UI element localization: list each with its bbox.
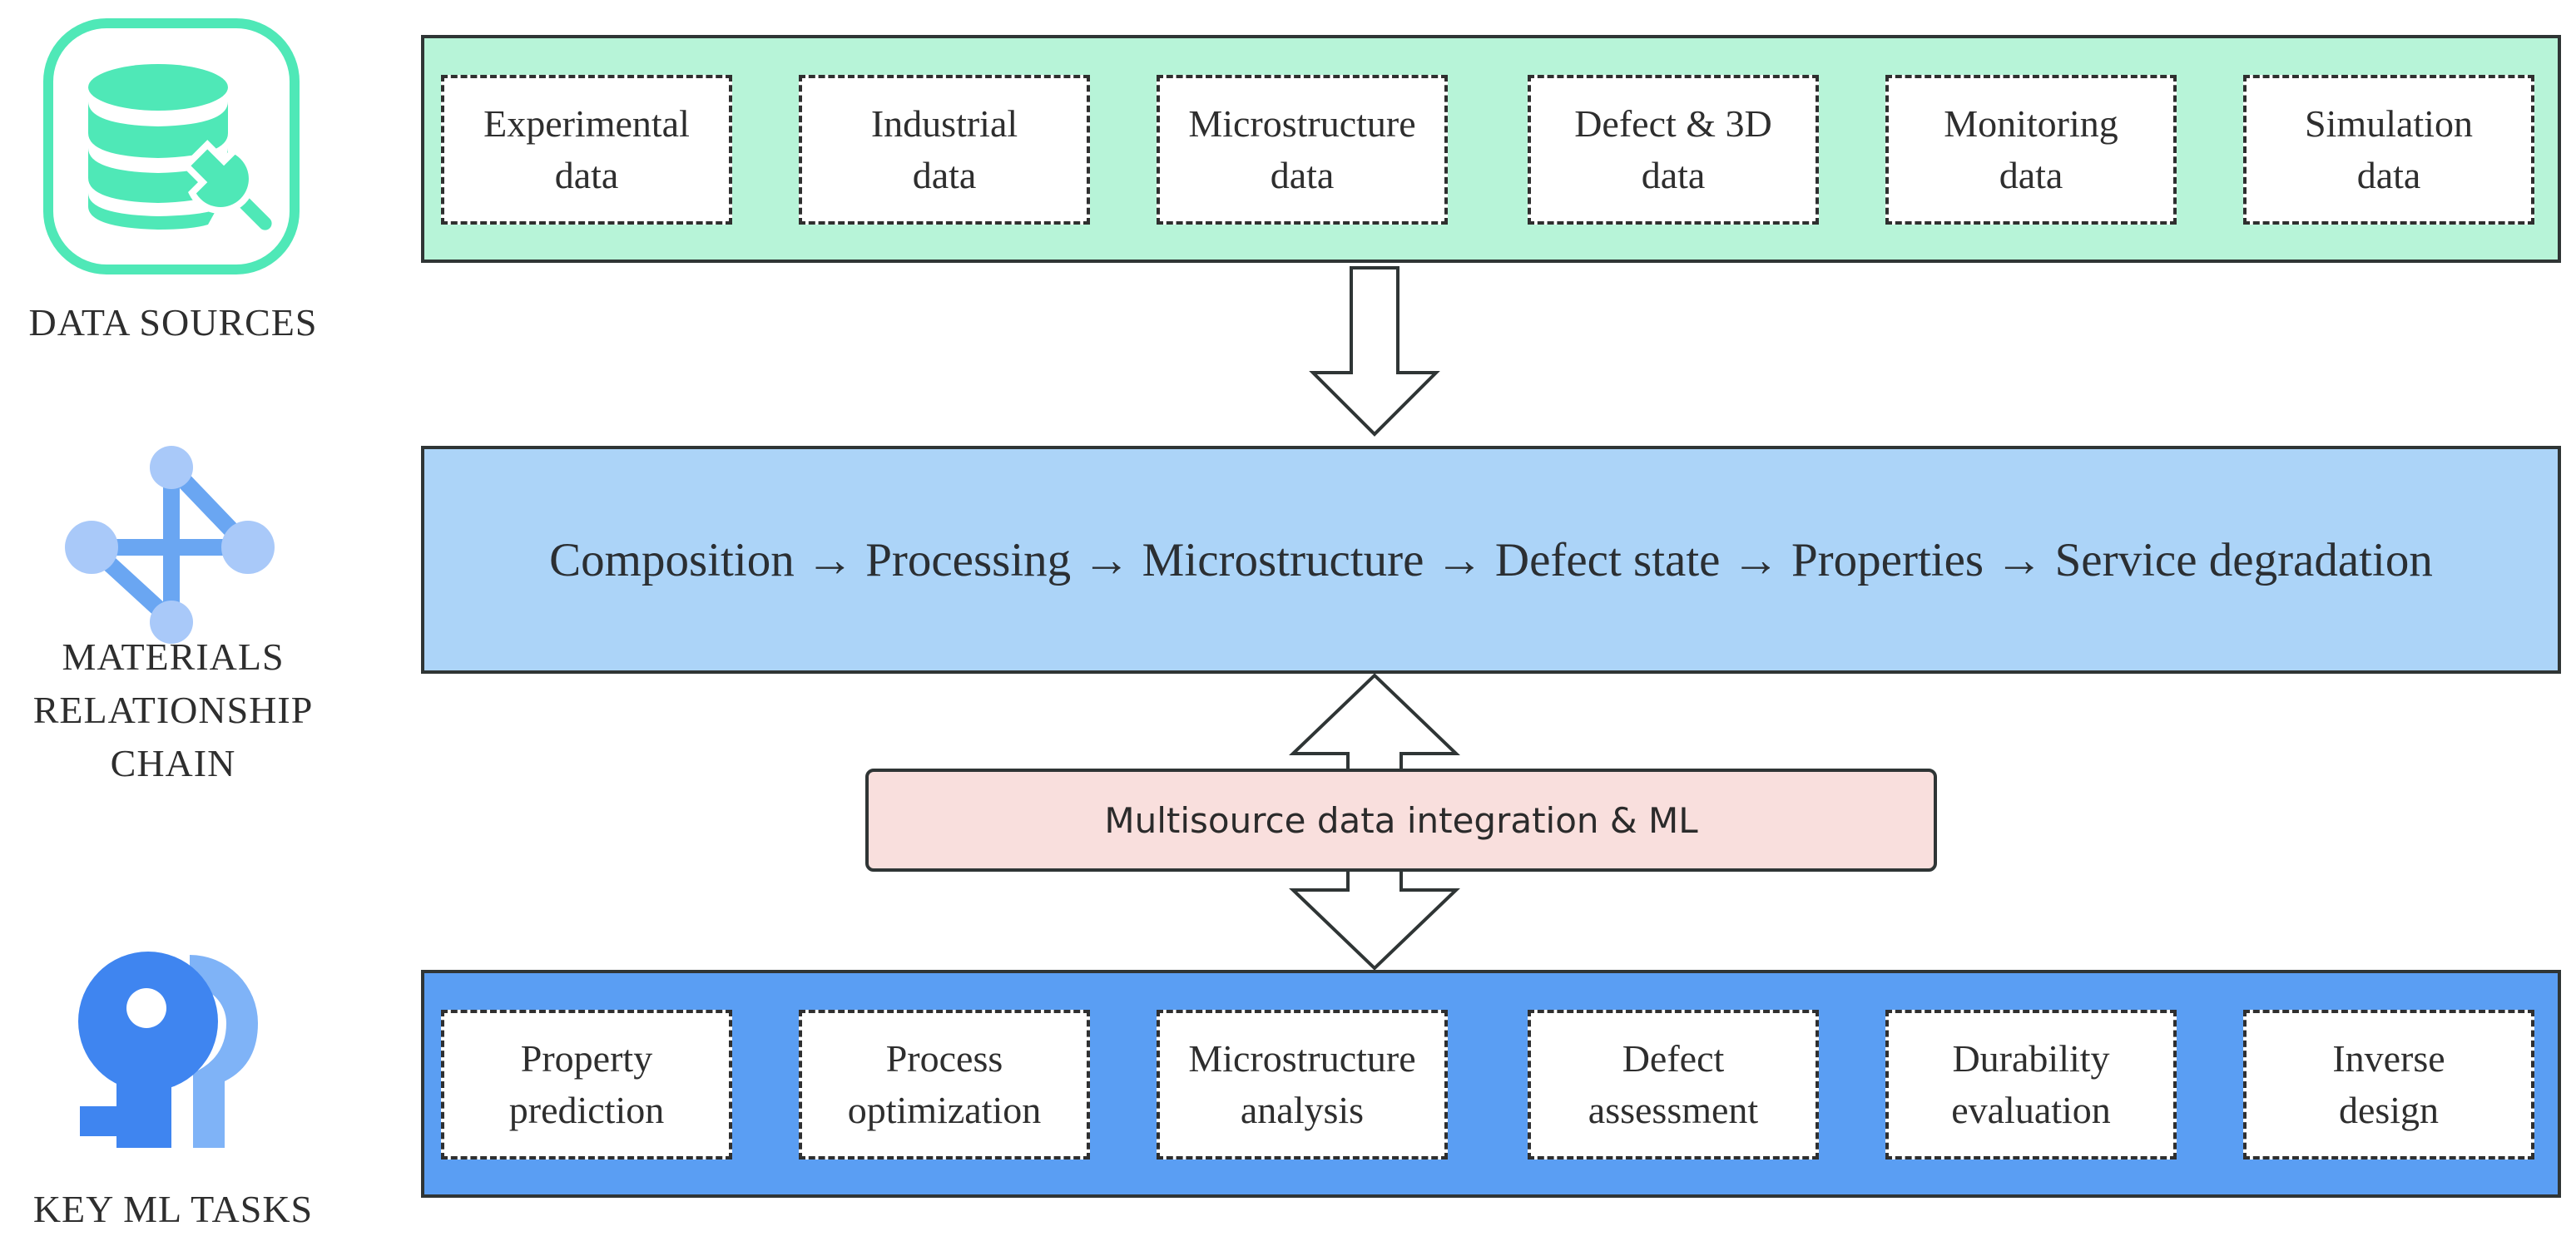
chain-label-line-2: RELATIONSHIP [32,689,314,731]
integration-box: Multisource data integration & ML [865,769,1937,872]
data-sources-label: DATA SOURCES [28,301,318,344]
down-arrow-bottom [1289,868,1460,971]
chain-label-line-3: CHAIN [110,742,236,784]
ml-tasks-label: KEY ML TASKS [32,1188,314,1230]
materials-chain-band: Composition → Processing → Microstructur… [421,446,2561,674]
network-nodes-icon [65,446,275,644]
database-wrench-icon [43,18,300,274]
down-arrow-top [1309,266,1440,437]
materials-chain-label: MATERIALS RELATIONSHIP CHAIN [0,630,346,790]
materials-chain-text: Composition → Processing → Microstructur… [549,533,2433,586]
key-icon [78,952,258,1148]
chain-label-line-1: MATERIALS [62,635,285,678]
up-arrow-middle [1289,673,1460,772]
